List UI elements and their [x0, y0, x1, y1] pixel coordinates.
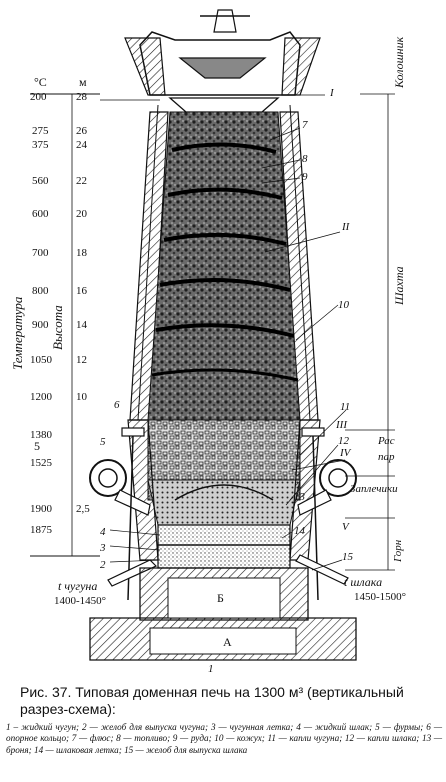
temp-tick: 560: [32, 175, 49, 187]
part-marker: 15: [342, 551, 353, 563]
part-marker: 13: [294, 491, 305, 503]
part-marker-b: Б: [217, 591, 224, 605]
furnace-top: [124, 9, 321, 113]
leader-lines: [109, 94, 347, 571]
height-unit: м: [79, 75, 87, 89]
temp-tick: 1050: [30, 354, 52, 366]
temp-tick: 600: [32, 208, 49, 220]
temp-tick: 800: [32, 285, 49, 297]
tuyere-rings: [89, 427, 357, 601]
part-marker: 7: [302, 119, 308, 131]
temp-tick: 1380: [30, 429, 52, 441]
temp-tick: 1525: [30, 457, 52, 469]
part-marker-a: А: [223, 635, 232, 649]
burden-column: [147, 111, 301, 421]
hearth: [127, 419, 321, 569]
furnace-diagram: °C м 200 275 375 560 600 700 800 900 105…: [10, 9, 407, 675]
zone-shaft-label: Шахта: [392, 266, 406, 305]
part-marker: 6: [114, 399, 120, 411]
height-tick: 28: [76, 91, 87, 103]
furnace-drawing: [30, 9, 395, 661]
temp-tick: 1875: [30, 524, 52, 536]
temp-unit: °C: [34, 75, 47, 89]
part-marker: 8: [302, 153, 308, 165]
foundation: [89, 567, 357, 661]
iron-temp-range: 1400-1450°: [54, 595, 107, 607]
height-tick: 14: [76, 319, 87, 331]
height-tick: 10: [76, 391, 87, 403]
part-marker: 9: [302, 171, 308, 183]
part-marker: 11: [340, 401, 351, 413]
part-marker: 5: [100, 436, 106, 448]
iron-temp-label: t чугуна: [58, 579, 98, 593]
height-tick: 12: [76, 354, 87, 366]
roman-label: V: [342, 521, 349, 533]
height-tick: 26: [76, 125, 87, 137]
slag-temp-range: 1450-1500°: [354, 591, 407, 603]
part-marker: 14: [294, 525, 305, 537]
figure-caption: Рис. 37. Типовая доменная печь на 1300 м…: [6, 684, 442, 756]
left-scale: [30, 93, 160, 557]
part-marker: 10: [338, 299, 349, 311]
height-tick: 16: [76, 285, 87, 297]
part-marker: 4: [100, 526, 106, 538]
part-marker: 3: [100, 542, 106, 554]
slag-temp-label: t шлака: [344, 575, 383, 589]
bosh-zone: [147, 419, 301, 526]
height-tick: 24: [76, 139, 87, 151]
height-tick: 20: [76, 208, 87, 220]
part-marker: 1: [208, 663, 214, 675]
zone-bosh-label-b: пар: [378, 451, 395, 463]
temp-tick: 1200: [30, 391, 52, 403]
part-marker: 2: [100, 559, 106, 571]
temperature-axis-title: Температура: [10, 296, 25, 370]
part-marker: 12: [338, 435, 349, 447]
roman-label: III: [336, 419, 347, 431]
temp-tick: 1900: [30, 503, 52, 515]
temp-tick: 275: [32, 125, 49, 137]
caption-legend: 1 – жидкий чугун; 2 — желоб для выпуска …: [6, 722, 442, 755]
runners: [107, 554, 349, 587]
temp-tick: 900: [32, 319, 49, 331]
zone-hearth-label: Горн: [392, 539, 404, 562]
caption-title: Рис. 37. Типовая доменная печь на 1300 м…: [20, 684, 404, 717]
temp-tick: 700: [32, 247, 49, 259]
temp-tick: 200: [30, 91, 47, 103]
zone-bosh-label-a: Рас: [378, 435, 395, 447]
height-tick: 18: [76, 247, 87, 259]
roman-label: II: [342, 221, 350, 233]
height-tick: 5: [34, 439, 40, 453]
zone-top-label: Колошник: [392, 36, 406, 88]
right-zone-brackets: [345, 93, 395, 571]
height-tick: 2,5: [76, 503, 90, 515]
roman-label: I: [330, 87, 334, 99]
temp-tick: 375: [32, 139, 49, 151]
zone-shoulder-label: Заплечики: [350, 483, 398, 495]
height-tick: 22: [76, 175, 87, 187]
roman-label: IV: [340, 447, 351, 459]
height-axis-title: Высота: [50, 305, 65, 350]
